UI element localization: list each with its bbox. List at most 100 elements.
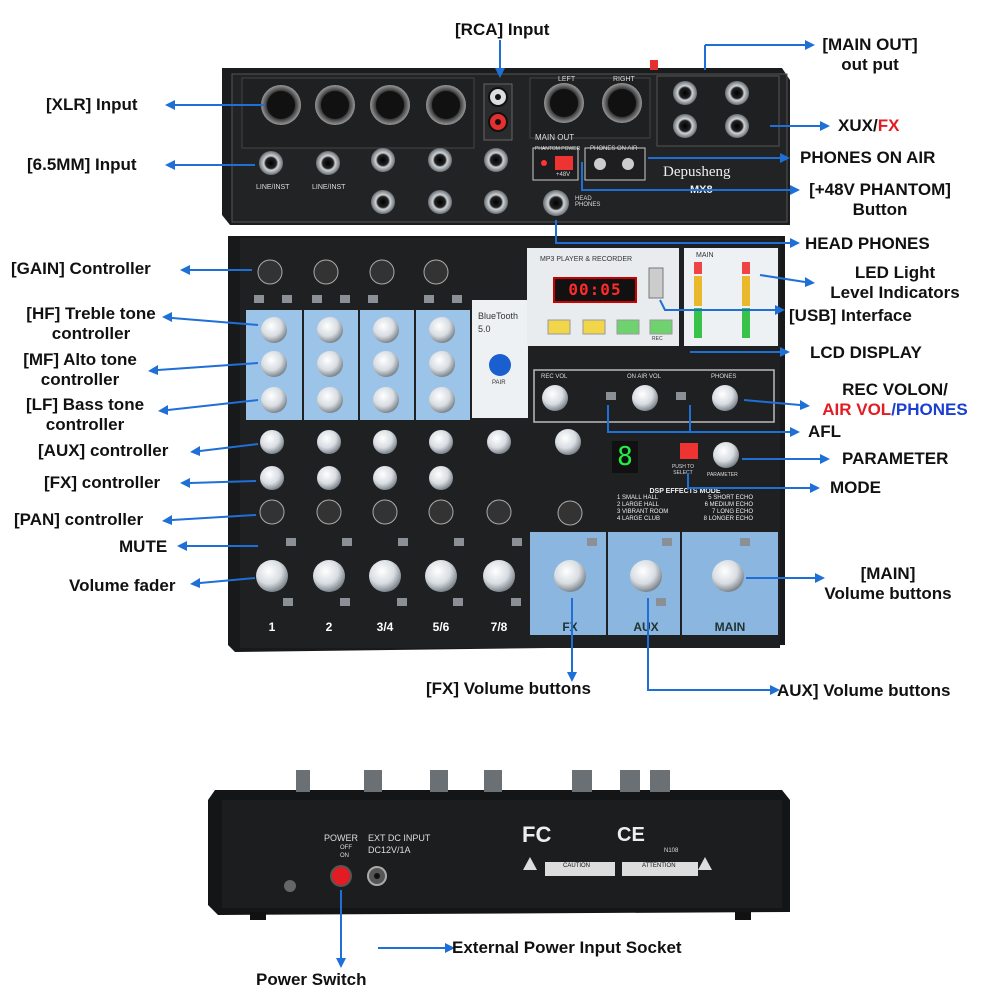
label-usb: [USB] Interface: [789, 306, 912, 325]
dsp-item: 6 MEDIUM ECHO: [704, 502, 753, 508]
bluetooth-version: 5.0: [478, 324, 491, 334]
label-phantom-line1: [+48V PHANTOM]: [809, 180, 951, 199]
label-gain: [GAIN] Controller: [11, 259, 151, 278]
master-label: FX: [562, 620, 578, 634]
panel-phones-on-air: PHONES ON AIR: [590, 146, 638, 152]
label-led-line1: LED Light: [854, 263, 936, 282]
n108-mark: N108: [664, 848, 679, 854]
knobs: [256, 259, 744, 592]
dsp-item: 2 LARGE HALL: [617, 502, 660, 508]
label-xux-fx: XUX/FX: [838, 116, 899, 136]
panel-main-out: MAIN OUT: [535, 133, 575, 142]
label-led-line2: Level Indicators: [830, 283, 960, 302]
label-mode: MODE: [830, 478, 881, 497]
top-connectors-back: [296, 770, 670, 792]
label-aux-ctrl: [AUX] controller: [38, 441, 169, 460]
quarter-inch-jacks: [259, 81, 749, 216]
panel-48v: +48V: [556, 172, 571, 178]
label-main-out: [MAIN OUT] out put: [815, 35, 925, 75]
label-volume-fader: Volume fader: [69, 576, 176, 595]
channel-label: 5/6: [432, 620, 450, 634]
label-fx-volume: [FX] Volume buttons: [426, 679, 591, 698]
label-lf-line2: controller: [45, 415, 125, 434]
label-hf: [HF] Treble tone controller: [13, 304, 169, 344]
dsp-item: 4 LARGE CLUB: [617, 516, 661, 522]
label-head-phones: HEAD PHONES: [805, 234, 930, 253]
panel-power: POWER: [324, 833, 359, 843]
power-switch-graphic: [330, 865, 352, 887]
label-fx: FX: [877, 116, 900, 135]
label-ext-power: External Power Input Socket: [452, 938, 682, 957]
channel-label: 1: [268, 620, 276, 634]
label-phantom: [+48V PHANTOM] Button: [795, 180, 965, 220]
label-pan-ctrl: [PAN] controller: [14, 510, 144, 529]
panel-param: PARAMETER: [707, 472, 738, 478]
panel-line-inst-2: LINE/INST: [312, 184, 346, 191]
dsp-item: 3 VIBRANT ROOM: [617, 509, 669, 515]
model-name: MX8: [690, 184, 713, 196]
label-lf-line1: [LF] Bass tone: [25, 395, 145, 414]
panel-push-to-select: PUSH TO SELECT: [671, 464, 695, 476]
label-phantom-line2: Button: [852, 200, 908, 219]
panel-pair: PAIR: [492, 380, 506, 386]
panel-phantom-power: PHANTOM POWER: [535, 146, 581, 152]
label-rec-vol-line1: REC VOLON/: [842, 380, 948, 399]
label-lf: [LF] Bass tone controller: [14, 395, 156, 435]
label-main-volume-line1: [MAIN]: [860, 564, 916, 583]
label-phones-vol: /PHONES: [891, 400, 968, 419]
dsp-item: 7 LONG ECHO: [711, 509, 753, 515]
label-fx-ctrl: [FX] controller: [44, 473, 161, 492]
panel-phones: PHONES: [711, 374, 737, 380]
label-mf-line1: [MF] Alto tone: [23, 350, 137, 369]
label-lcd: LCD DISPLAY: [810, 343, 922, 362]
label-mf: [MF] Alto tone controller: [12, 350, 148, 390]
label-main-out-line2: out put: [841, 55, 899, 74]
xlr-sockets: [261, 83, 642, 125]
label-main-volume: [MAIN] Volume buttons: [808, 564, 968, 604]
label-aux-volume: AUX] Volume buttons: [777, 681, 951, 700]
label-65mm-input: [6.5MM] Input: [27, 155, 137, 174]
label-air-vol: AIR VOL: [822, 400, 892, 419]
label-xux: XUX/: [838, 116, 878, 135]
panel-right: RIGHT: [613, 76, 635, 83]
dsp-item: 1 SMALL HALL: [617, 495, 659, 501]
label-led: LED Light Level Indicators: [815, 263, 975, 303]
fc-logo: FC: [522, 822, 552, 847]
dsp-title: DSP EFFECTS MODE: [649, 488, 721, 495]
label-parameter: PARAMETER: [842, 449, 949, 468]
panel-off: OFF: [340, 845, 352, 851]
label-xlr-input: [XLR] Input: [46, 95, 138, 114]
panel-left: LEFT: [558, 76, 576, 83]
caution-label: CAUTION: [563, 863, 590, 869]
panel-on: ON: [340, 853, 349, 859]
lcd-display: 00:05: [553, 277, 637, 303]
effect-number-display: 8: [612, 441, 638, 473]
bluetooth-label: BlueTooth: [478, 311, 519, 321]
label-rca-input: [RCA] Input: [455, 20, 550, 39]
label-afl: AFL: [808, 422, 842, 441]
master-label: MAIN: [714, 620, 746, 634]
label-rec-vol: REC VOLON/ AIR VOL/PHONES: [800, 380, 990, 420]
brand-logo: Depusheng: [663, 164, 731, 180]
panel-on-air-vol: ON AIR VOL: [627, 374, 662, 380]
label-main-out-line1: [MAIN OUT]: [822, 35, 918, 54]
channel-label: 2: [325, 620, 333, 634]
label-hf-line2: controller: [51, 324, 131, 343]
master-label: AUX: [633, 620, 659, 634]
label-hf-line1: [HF] Treble tone: [26, 304, 156, 323]
dsp-item: 8 LONGER ECHO: [703, 516, 753, 522]
ce-logo: CE: [617, 824, 645, 846]
label-main-volume-line2: Volume buttons: [824, 584, 952, 603]
panel-line-inst-1: LINE/INST: [256, 184, 290, 191]
panel-headphones: HEAD PHONES: [575, 196, 601, 208]
level-meter: [694, 262, 750, 338]
panel-ext-dc: EXT DC INPUT: [368, 833, 431, 843]
channel-label: 3/4: [376, 620, 394, 634]
panel-mp3-title: MP3 PLAYER & RECORDER: [540, 256, 633, 263]
panel-rec: REC: [652, 336, 663, 342]
label-mute: MUTE: [119, 537, 168, 556]
attention-label: ATTENTION: [642, 863, 676, 869]
label-mf-line2: controller: [40, 370, 120, 389]
